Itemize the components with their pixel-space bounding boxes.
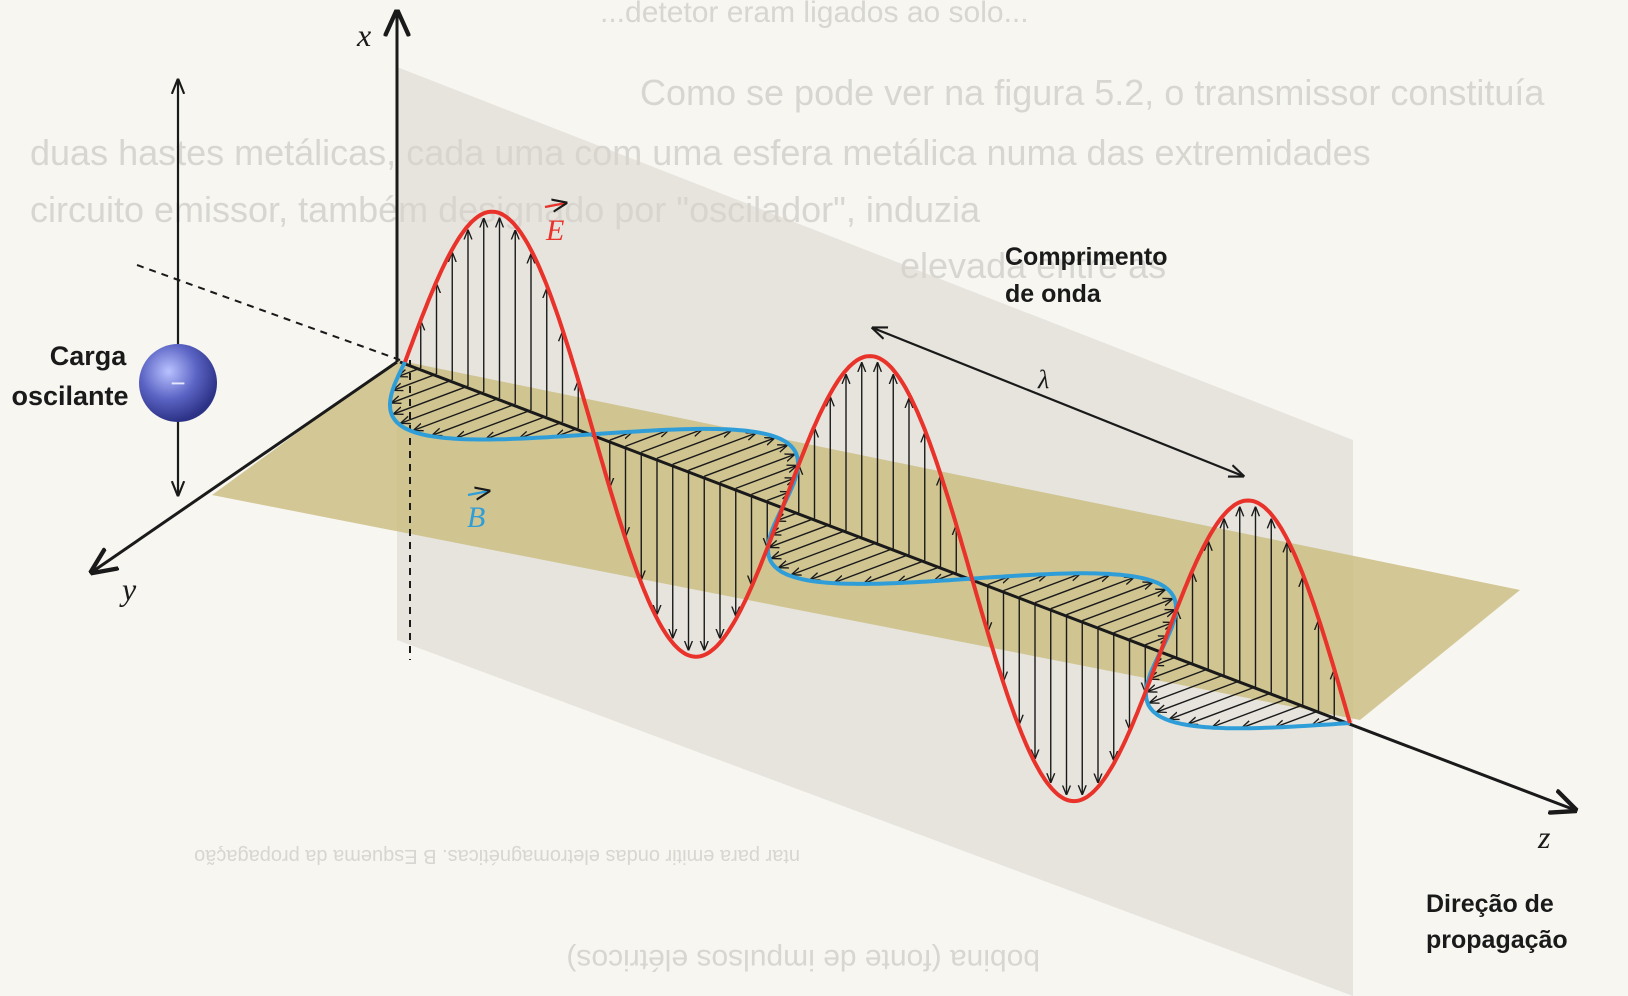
b-field-vector <box>1242 704 1303 728</box>
b-field-vector <box>1082 590 1164 622</box>
b-field-vector <box>392 379 453 403</box>
b-field-vector <box>394 373 437 390</box>
b-field-vector <box>1150 674 1225 703</box>
charge-label-line2: oscilante <box>11 381 128 411</box>
direction-label-line1: Direção de <box>1426 890 1554 918</box>
bg-text-line: ntar para emitir ondas eletromagnéticas.… <box>194 845 800 867</box>
b-field-vector <box>835 553 910 583</box>
b-field-vector <box>1129 623 1173 640</box>
z-axis-label: z <box>1537 819 1551 855</box>
b-field-vector <box>864 559 925 584</box>
oscillating-charge <box>139 344 217 422</box>
wavelength-arrow <box>873 328 1243 476</box>
direction-label-line2: propagação <box>1426 926 1568 954</box>
b-field-vector <box>735 466 796 490</box>
b-field-vector <box>1066 583 1152 616</box>
b-field-vector <box>486 415 547 439</box>
b-field-vectors <box>392 367 1335 728</box>
b-field-vector <box>772 529 847 558</box>
b-field-vector <box>704 445 786 477</box>
b-field-vector <box>719 455 794 483</box>
b-field-label: B <box>467 491 489 534</box>
b-field-vector <box>1150 662 1193 679</box>
bg-text-line: elevada entre as <box>900 245 1166 286</box>
b-field-vector <box>401 391 484 423</box>
b-field-vector <box>1019 574 1079 598</box>
b-field-vector <box>1213 698 1288 727</box>
wavelength-label-line2: de onda <box>1005 280 1102 308</box>
b-field-vector <box>672 433 755 465</box>
y-axis-label: y <box>119 571 137 607</box>
e-field-label: E <box>544 203 566 247</box>
charge-sign: − <box>170 368 185 398</box>
y-axis <box>92 360 398 572</box>
x-axis-label: x <box>356 17 371 53</box>
b-field-vector <box>1113 610 1174 634</box>
b-field-vector <box>457 409 532 438</box>
b-field-vector <box>394 385 469 414</box>
b-field-vector <box>1003 575 1047 592</box>
b-field-vector <box>520 421 563 438</box>
b-field-vector <box>1157 680 1240 712</box>
bg-text-line: bobina (fonte de impulsos elétricos) <box>566 943 1040 976</box>
bg-text-line: Como se pode ver na figura 5.2, o transm… <box>640 72 1545 113</box>
b-field-vector <box>772 517 815 534</box>
b-field-vector <box>688 438 774 471</box>
lambda-symbol: λ <box>1037 365 1049 394</box>
b-field-vector <box>414 397 500 430</box>
b-field-vector <box>751 478 795 496</box>
b-field-vector <box>898 565 941 583</box>
b-field-vector <box>625 430 669 447</box>
b-field-vector <box>1189 692 1272 724</box>
wavelength-label-line1: Comprimento <box>1005 243 1168 271</box>
e-field-symbol: E <box>545 214 564 247</box>
b-field-vector <box>433 403 516 435</box>
bg-text-line: duas hastes metálicas, cada uma com uma … <box>30 132 1371 173</box>
b-field-vector <box>656 431 731 459</box>
b-field-vector <box>770 523 831 547</box>
b-field-vector <box>1148 668 1209 692</box>
b-field-vector <box>779 535 862 567</box>
b-field-vector <box>1170 686 1256 719</box>
b-field-vector <box>1276 710 1319 727</box>
b-field-vector <box>1097 599 1172 628</box>
bg-text-line: ...detetor eram ligados ao solo... <box>600 0 1029 29</box>
charge-label-line1: Carga <box>50 341 128 371</box>
b-field-symbol: B <box>467 501 485 534</box>
b-field-vector <box>1050 578 1133 610</box>
b-field-vector <box>811 547 894 580</box>
b-field-vector <box>1034 575 1109 604</box>
b-field-vector <box>792 541 878 575</box>
b-field-vector <box>641 430 701 453</box>
e-field-vectors <box>421 219 1335 795</box>
